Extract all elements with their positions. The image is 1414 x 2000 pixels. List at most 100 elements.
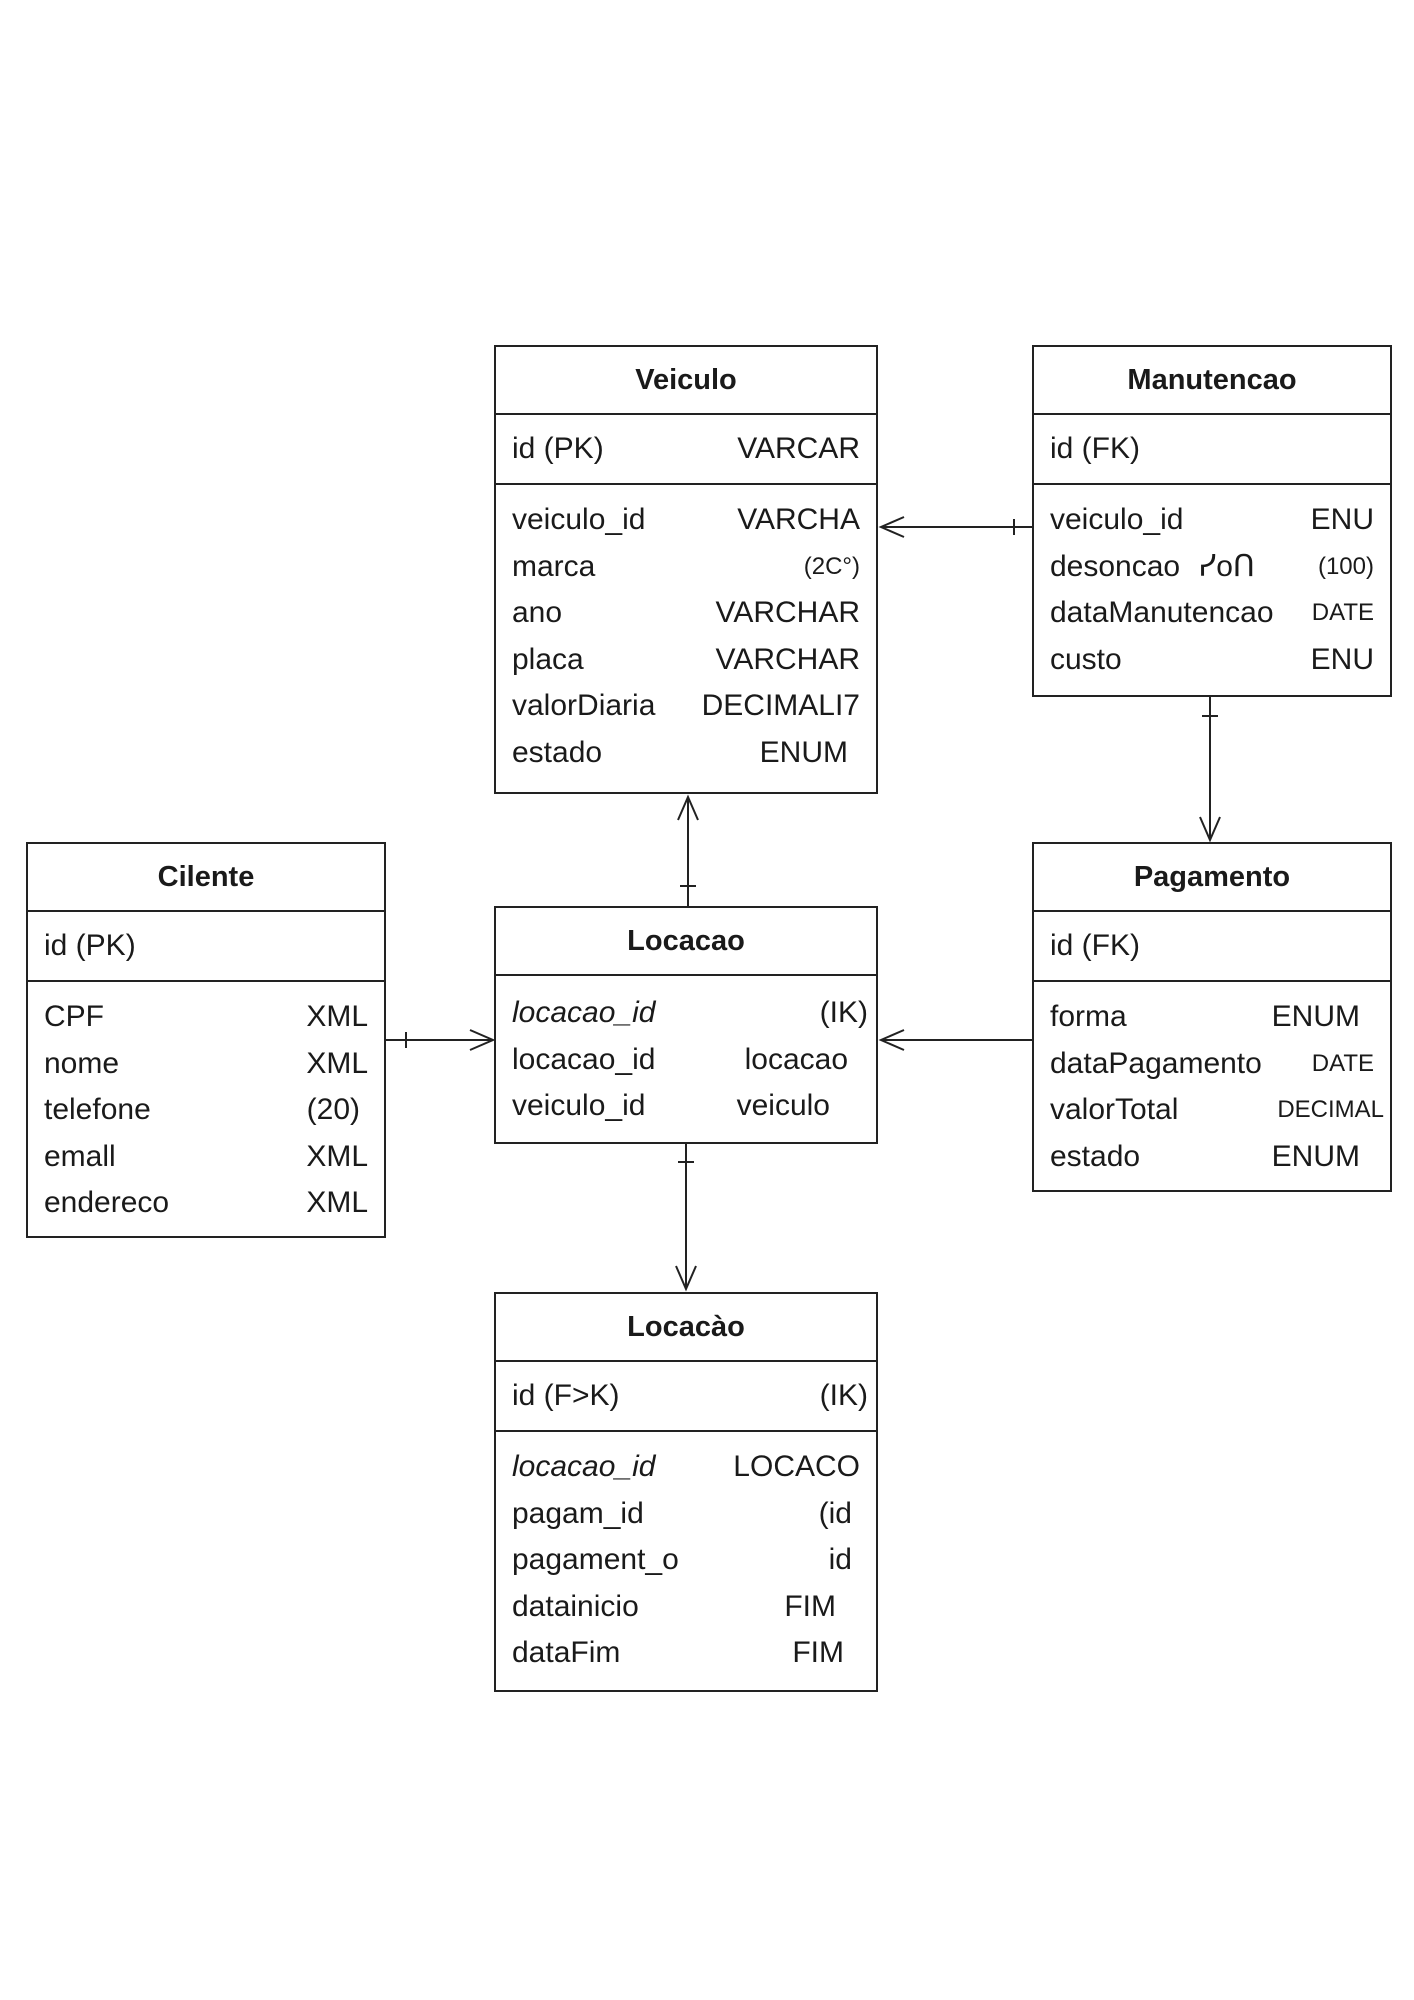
primary-key-row: id (PK) VARCAR (496, 415, 876, 485)
key-name: id (F>K) (512, 1379, 620, 1412)
field-row: telefone (20) (44, 1087, 368, 1134)
entity-pagamento: Pagamento id (FK) forma ENUM dataPagamen… (1032, 842, 1392, 1192)
field-row: locacao_id LOCACO (512, 1444, 860, 1491)
field-name: pagam_id (512, 1496, 644, 1530)
field-name: ano (512, 596, 563, 630)
field-name: veiculo_id (1050, 503, 1184, 537)
field-name: dataFim (512, 1636, 621, 1670)
entity-title: Veiculo (496, 347, 876, 415)
field-name: desoncao (1050, 549, 1181, 583)
field-list: veiculo_id VARCHA marca (2C°) ano VARCHA… (496, 485, 876, 786)
field-row: datainicio FIM (512, 1584, 860, 1631)
connector-locacao-veiculo (677, 794, 699, 906)
field-row: placa VARCHAR (512, 637, 860, 684)
field-type: (id (818, 1496, 852, 1530)
field-name: estado (1050, 1139, 1141, 1173)
field-type: DATE (1311, 599, 1374, 627)
field-name: locacao_id (512, 1042, 656, 1076)
key-type: (IK) (819, 1379, 868, 1412)
entity-locacao-2: Locacào id (F>K) (IK) locacao_id LOCACO … (494, 1292, 878, 1692)
primary-key-row: id (FK) (1034, 415, 1390, 485)
field-row: veiculo_id ENU (1050, 497, 1374, 544)
entity-title: Cilente (28, 844, 384, 912)
field-row: valorDiaria DECIMALI7 (512, 683, 860, 730)
field-name: veiculo_id (512, 1089, 646, 1123)
field-type: XML (306, 1046, 368, 1080)
field-type: (IK) (819, 996, 868, 1030)
field-name: valorTotal (1050, 1093, 1179, 1127)
field-name: telefone (44, 1093, 151, 1127)
field-row: valorTotal DECIMAL (1050, 1087, 1384, 1134)
field-row: estado ENUM (512, 730, 860, 777)
field-name: dataManutencao (1050, 596, 1274, 630)
field-type: XML (306, 1000, 368, 1034)
field-name: estado (512, 735, 603, 769)
field-row: forma ENUM (1050, 994, 1374, 1041)
field-row: nome XML (44, 1041, 368, 1088)
field-name: dataPagamento (1050, 1046, 1262, 1080)
field-type: ENUM (1271, 1000, 1360, 1034)
field-row: locacao_id (IK) (512, 990, 868, 1037)
field-row: veiculo_id VARCHA (512, 497, 860, 544)
field-row: veiculo_id veiculo (512, 1083, 860, 1130)
field-type: FIM (792, 1636, 844, 1670)
field-row: pagam_id (id (512, 1491, 860, 1538)
field-name: forma (1050, 1000, 1127, 1034)
field-name: placa (512, 642, 584, 676)
field-row: marca (2C°) (512, 544, 860, 591)
field-type: LOCACO (733, 1450, 860, 1484)
field-row: estado ENUM (1050, 1134, 1374, 1181)
field-type: id (828, 1543, 852, 1577)
field-row: emall XML (44, 1134, 368, 1181)
entity-veiculo: Veiculo id (PK) VARCAR veiculo_id VARCHA… (494, 345, 878, 794)
field-type: FIM (784, 1589, 836, 1623)
entity-cliente: Cilente id (PK) CPF XML nome XML telefon… (26, 842, 386, 1238)
field-type: ENUM (759, 735, 848, 769)
connector-manutencao-veiculo (878, 516, 1032, 538)
field-name: veiculo_id (512, 503, 646, 537)
field-row: desoncao ᓯoᑎ (100) (1050, 544, 1374, 591)
field-name: CPF (44, 1000, 104, 1034)
field-row: dataManutencao DATE (1050, 590, 1374, 637)
field-name: valorDiaria (512, 689, 656, 723)
field-row: ano VARCHAR (512, 590, 860, 637)
field-type: VARCHA (737, 503, 860, 537)
field-glyph: ᓯoᑎ (1198, 550, 1255, 584)
field-type: DATE (1311, 1049, 1374, 1077)
entity-title: Manutencao (1034, 347, 1390, 415)
key-type: VARCAR (737, 432, 860, 465)
key-name: id (PK) (512, 432, 604, 465)
field-row: dataFim FIM (512, 1630, 860, 1677)
key-name: id (FK) (1050, 432, 1140, 465)
field-name: locacao_id (512, 1450, 656, 1484)
field-name: emall (44, 1139, 116, 1173)
connector-pagamento-locacao (878, 1029, 1032, 1051)
primary-key-row: id (FK) (1034, 912, 1390, 982)
field-name: datainicio (512, 1589, 639, 1623)
field-row: CPF XML (44, 994, 368, 1041)
field-name: nome (44, 1046, 120, 1080)
field-type: locacao (744, 1042, 848, 1076)
entity-title: Locacào (496, 1294, 876, 1362)
field-name: locacao_id (512, 996, 656, 1030)
entity-title: Pagamento (1034, 844, 1390, 912)
field-type: VARCHAR (715, 642, 860, 676)
field-type: XML (306, 1186, 368, 1220)
connector-manutencao-pagamento (1199, 697, 1221, 843)
primary-key-row: id (PK) (28, 912, 384, 982)
field-name: custo (1050, 642, 1122, 676)
entity-manutencao: Manutencao id (FK) veiculo_id ENU desonc… (1032, 345, 1392, 697)
field-list: locacao_id LOCACO pagam_id (id pagament_… (496, 1432, 876, 1687)
field-type: XML (306, 1139, 368, 1173)
field-row: locacao_id locacao (512, 1037, 860, 1084)
key-name: id (PK) (44, 929, 136, 962)
field-type: (100) (1317, 552, 1374, 580)
field-type: (20) (306, 1093, 360, 1127)
connector-locacao-locacao2 (675, 1144, 697, 1292)
field-list: veiculo_id ENU desoncao ᓯoᑎ (100) dataMa… (1034, 485, 1390, 693)
field-row: dataPagamento DATE (1050, 1041, 1374, 1088)
field-type: veiculo (736, 1089, 830, 1123)
field-type: ENU (1310, 503, 1374, 537)
